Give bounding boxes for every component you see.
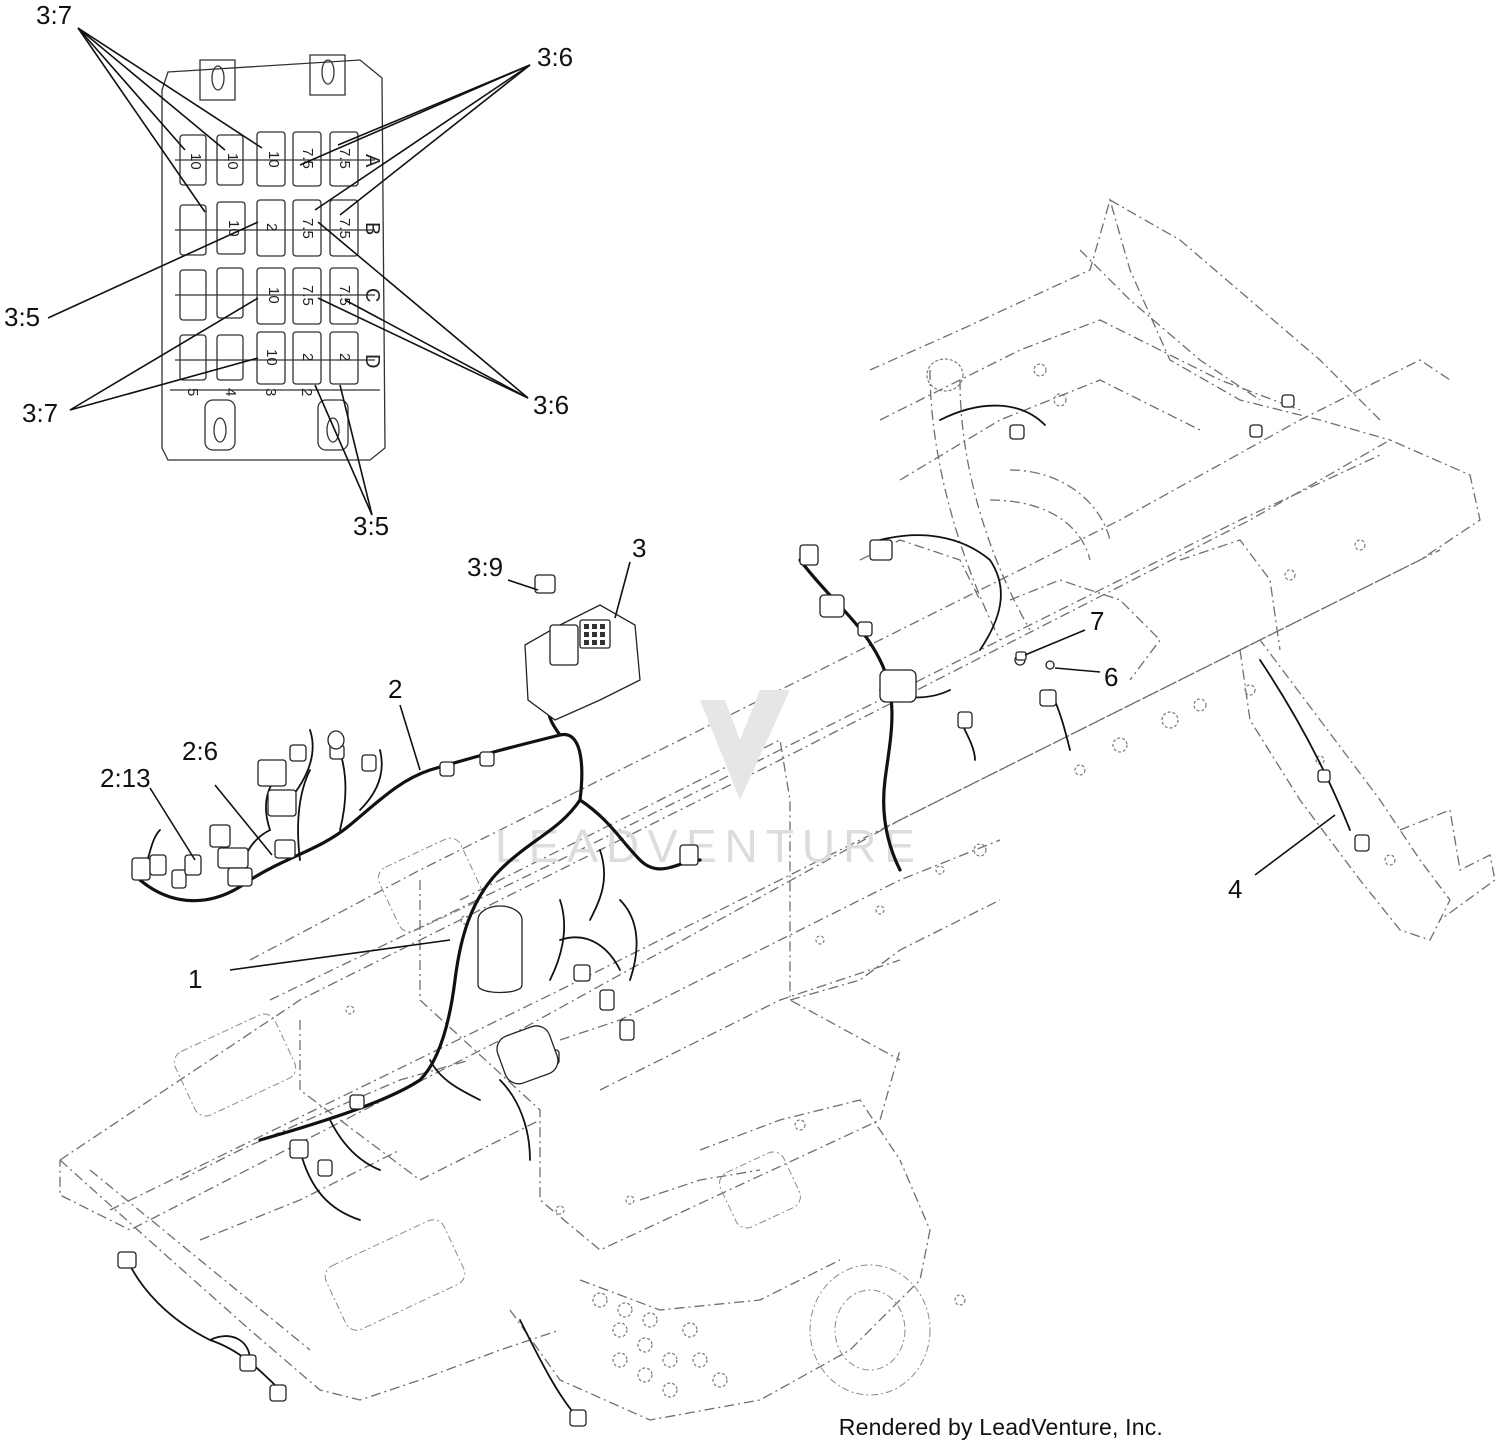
fuse-a3: 10 [265,151,282,168]
callout-1: 1 [188,964,202,994]
fuse-b3: 7.5 [299,218,316,239]
fuse-row-c: 10 7.5 7.5 [179,267,359,325]
fuse-b2: 2 [263,223,280,231]
wire-harnesses [124,404,1351,1421]
callout-6: 6 [1104,662,1118,692]
fuse-b4: 7.5 [336,218,353,239]
harness-1 [258,798,582,1142]
frame-holes [345,363,1396,1398]
fuse-d2: 2 [299,353,316,361]
fuse-row-label-b: B [361,222,383,235]
callout-3-5-left: 3:5 [4,302,40,332]
leader-lines [47,27,1336,971]
fuse-block-detail: 10 10 10 7.5 7.5 10 2 7.5 7.5 10 7.5 [161,54,386,461]
callout-2-13: 2:13 [100,763,151,793]
callout-2-6: 2:6 [182,736,218,766]
callout-4: 4 [1228,874,1242,904]
watermark: LEADVENTURE [495,690,923,872]
rendered-by-credit: Rendered by LeadVenture, Inc. [838,1414,1163,1440]
fuse-c1: 10 [265,287,282,304]
fuse-grid-item-3 [584,624,605,645]
fuse-slot-4: 4 [222,388,239,396]
callout-3-6-bottom: 3:6 [533,390,569,420]
fuse-row-label-a: A [361,154,383,168]
fuse-a5: 7.5 [336,148,353,169]
relay-fuse-block-assembly [524,574,641,721]
watermark-text: LEADVENTURE [495,820,923,872]
fuse-row-b: 10 2 7.5 7.5 [179,199,359,257]
fuse-d3: 2 [336,353,353,361]
fuse-row-label-c: C [361,288,383,302]
fuse-b1: 10 [225,220,242,237]
fuse-row-d: 10 2 2 [179,331,359,385]
callout-7: 7 [1090,606,1104,636]
callout-2: 2 [388,674,402,704]
fuse-c3: 7.5 [336,285,353,306]
callout-3-7-bottom: 3:7 [22,398,58,428]
callout-3-9: 3:9 [467,552,503,582]
fuse-a2: 10 [224,153,241,170]
fuse-row-label-d: D [361,354,383,368]
fuse-c2: 7.5 [299,285,316,306]
callout-labels: 3:7 3:6 3:5 3:7 3:6 3:5 3:9 3 2 2:6 2:13… [4,0,1242,994]
callout-3-5-bottom: 3:5 [353,511,389,541]
fuse-a1: 10 [187,153,204,170]
connectors [117,394,1370,1427]
fuse-slot-3: 3 [262,388,279,396]
fuse-slot-2: 2 [298,388,315,396]
fuse-row-a: 10 10 10 7.5 7.5 [179,131,359,187]
callout-3-6-top: 3:6 [537,42,573,72]
callout-3-7-top: 3:7 [36,0,72,30]
callout-3: 3 [632,533,646,563]
fuse-slot-5: 5 [184,388,201,396]
fuse-d1: 10 [263,349,280,366]
